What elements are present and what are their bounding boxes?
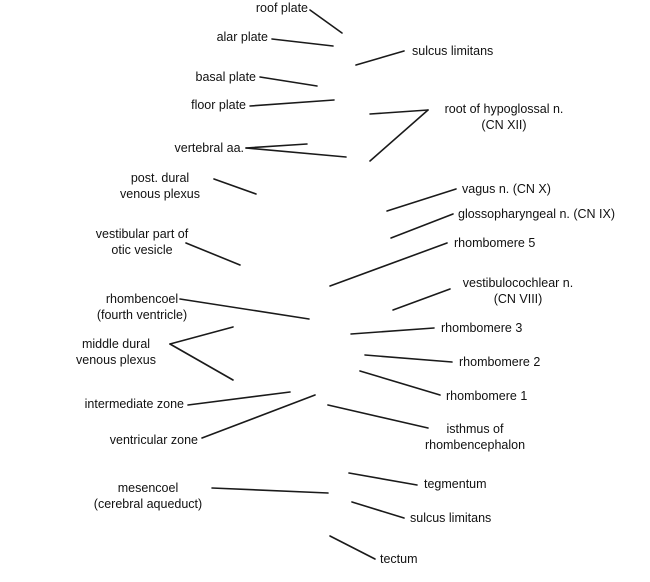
leader-post-dural: [213, 178, 257, 195]
leader-vestibulocochlear: [392, 288, 451, 311]
label-rhombomere2: rhombomere 2: [459, 354, 589, 370]
label-rhombencoel: rhombencoel (fourth ventricle): [70, 291, 214, 323]
label-alar-plate: alar plate: [160, 29, 268, 45]
label-basal-plate: basal plate: [150, 69, 256, 85]
label-rhombomere1: rhombomere 1: [446, 388, 576, 404]
label-line: basal plate: [195, 70, 256, 84]
label-line: isthmus of: [446, 422, 504, 436]
leader-root-hypoglossal-b: [369, 109, 429, 162]
leader-tectum: [329, 535, 376, 560]
label-line: glossopharyngeal n. (CN IX): [458, 207, 616, 221]
label-line: middle dural: [81, 337, 151, 351]
label-line: alar plate: [216, 30, 268, 44]
label-line: otic vesicle: [111, 243, 173, 257]
leader-middle-dural-a: [169, 326, 234, 345]
label-vertebral-aa: vertebral aa.: [140, 140, 244, 156]
label-line: root of hypoglossal n.: [444, 102, 564, 116]
leader-sulcus-limitans-upper: [355, 50, 405, 66]
label-line: rhombomere 5: [454, 236, 536, 250]
leader-tegmentum: [348, 472, 418, 486]
label-roof-plate: roof plate: [200, 0, 308, 16]
label-line: mesencoel: [117, 481, 179, 495]
leader-rhombomere3: [350, 327, 435, 335]
label-line: tegmentum: [424, 477, 487, 491]
label-line: post. dural: [130, 171, 190, 185]
label-rhombomere5: rhombomere 5: [454, 235, 584, 251]
leader-basal-plate: [259, 76, 318, 87]
label-sulcus-limitans-upper: sulcus limitans: [412, 43, 542, 59]
label-line: (fourth ventricle): [96, 308, 188, 322]
leader-roof-plate: [309, 9, 343, 34]
leader-alar-plate: [271, 38, 334, 47]
label-tectum: tectum: [380, 551, 480, 567]
label-line: roof plate: [255, 1, 308, 15]
label-floor-plate: floor plate: [140, 97, 246, 113]
leader-rhombencoel: [179, 298, 310, 320]
label-line: rhombomere 2: [459, 355, 541, 369]
label-line: rhombencephalon: [424, 438, 526, 452]
label-line: floor plate: [191, 98, 246, 112]
label-line: sulcus limitans: [412, 44, 494, 58]
label-line: sulcus limitans: [410, 511, 492, 525]
label-post-dural: post. dural venous plexus: [110, 170, 210, 202]
leader-ventricular-zone: [201, 394, 316, 439]
label-mesencoel: mesencoel (cerebral aqueduct): [78, 480, 218, 512]
label-vestibulocochlear: vestibulocochlear n. (CN VIII): [446, 275, 590, 307]
label-line: (cerebral aqueduct): [93, 497, 203, 511]
label-line: rhombencoel: [105, 292, 179, 306]
leader-vestibular-otic: [185, 242, 241, 266]
label-line: rhombomere 1: [446, 389, 528, 403]
label-middle-dural: middle dural venous plexus: [64, 336, 168, 368]
label-rhombomere3: rhombomere 3: [441, 320, 571, 336]
label-sulcus-limitans-lower: sulcus limitans: [410, 510, 540, 526]
label-line: intermediate zone: [84, 397, 184, 411]
leader-root-hypoglossal-a: [369, 109, 429, 115]
label-line: rhombomere 3: [441, 321, 523, 335]
label-isthmus: isthmus of rhombencephalon: [410, 421, 540, 453]
leader-isthmus: [327, 404, 429, 429]
leader-vertebral-aa-a: [245, 143, 308, 149]
label-line: tectum: [380, 552, 418, 566]
label-root-hypoglossal: root of hypoglossal n. (CN XII): [424, 101, 584, 133]
leader-rhombomere1: [359, 370, 441, 396]
label-line: vertebral aa.: [174, 141, 244, 155]
label-line: (CN XII): [481, 118, 527, 132]
label-line: vagus n. (CN X): [462, 182, 551, 196]
label-line: venous plexus: [76, 353, 156, 367]
label-line: vestibulocochlear n.: [462, 276, 574, 290]
leader-sulcus-limitans-lower: [351, 501, 405, 519]
leader-glossopharyngeal: [390, 213, 454, 239]
label-vagus: vagus n. (CN X): [462, 181, 612, 197]
label-glossopharyngeal: glossopharyngeal n. (CN IX): [458, 206, 648, 222]
leader-middle-dural-b: [169, 343, 234, 381]
label-line: (CN VIII): [493, 292, 543, 306]
leader-vertebral-aa-b: [245, 147, 347, 158]
leader-mesencoel: [211, 487, 329, 494]
leader-floor-plate: [249, 99, 335, 107]
label-line: venous plexus: [120, 187, 200, 201]
label-tegmentum: tegmentum: [424, 476, 544, 492]
label-line: ventricular zone: [109, 433, 198, 447]
leader-vagus: [386, 188, 457, 212]
label-ventricular-zone: ventricular zone: [60, 432, 198, 448]
label-line: vestibular part of: [95, 227, 189, 241]
label-vestibular-otic: vestibular part of otic vesicle: [80, 226, 204, 258]
leader-intermediate-zone: [187, 391, 291, 406]
label-intermediate-zone: intermediate zone: [40, 396, 184, 412]
leader-rhombomere2: [364, 354, 453, 363]
leader-rhombomere5: [329, 242, 448, 287]
